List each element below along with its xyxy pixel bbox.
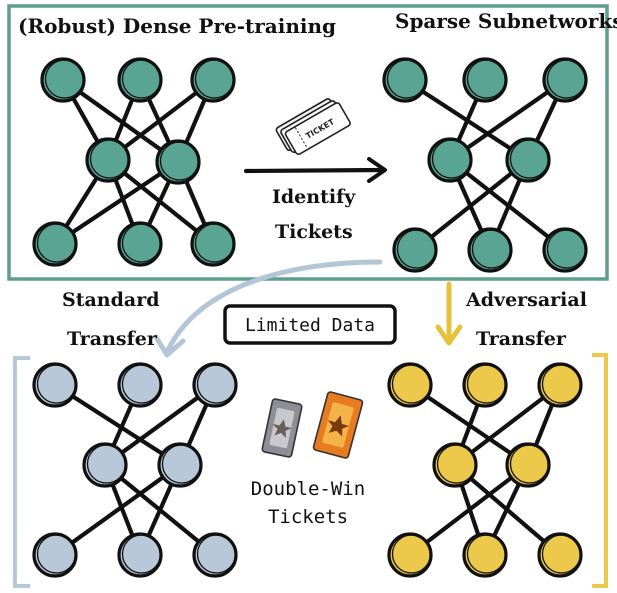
standard-network-node-sketch: [36, 364, 77, 404]
adversarial-network-node-sketch: [466, 534, 507, 574]
identify-label-2: Tickets: [275, 221, 353, 243]
identify-arrowhead: [367, 157, 387, 183]
sparse-network-node-sketch: [546, 59, 587, 99]
title-left: (Robust) Dense Pre-training: [18, 14, 336, 38]
sparse-network: [382, 57, 588, 273]
adversarial-network: [387, 362, 583, 578]
sparse-network-node-sketch: [386, 59, 427, 99]
standard-label-1: Standard: [62, 289, 160, 311]
adversarial-network-node-sketch: [509, 444, 550, 484]
standard-transfer-arrowhead: [153, 334, 186, 358]
standard-network-node-sketch: [196, 534, 237, 574]
dense-network-edge: [60, 77, 181, 165]
paper-tickets-icon: TICKET: [275, 98, 351, 156]
adversarial-network-node-sketch: [436, 444, 477, 484]
adversarial-network-node-sketch: [541, 364, 582, 404]
standard-network-node-sketch: [161, 444, 202, 484]
sparse-network-edge: [447, 77, 568, 163]
sparse-network-node-sketch: [431, 139, 472, 179]
limited-data-label: Limited Data: [245, 315, 375, 336]
dense-network: [32, 57, 236, 267]
sparse-network-node-sketch: [396, 229, 437, 269]
orange-ticket-icon: [312, 391, 364, 459]
dense-network-node-sketch: [159, 141, 200, 181]
dense-network-node-sketch: [36, 223, 77, 263]
adversarial-label-2: Transfer: [476, 328, 567, 350]
standard-network-edge: [52, 462, 183, 558]
limited-data-box: [223, 304, 397, 345]
standard-network-node-sketch: [121, 534, 162, 574]
standard-transfer-arrow: [165, 259, 383, 353]
sparse-network-edge: [412, 157, 531, 253]
adversarial-transfer-arrowhead: [435, 324, 463, 346]
standard-network: [32, 362, 238, 578]
adversarial-network-node-sketch: [391, 534, 432, 574]
sparse-network-node-sketch: [509, 139, 550, 179]
grey-ticket-icon: [261, 398, 303, 458]
adversarial-network-edge: [407, 462, 531, 558]
double-win-label-1: Double-Win: [251, 478, 365, 500]
dense-network-node-sketch: [44, 59, 85, 99]
adversarial-network-node-sketch: [541, 534, 582, 574]
standard-network-node-sketch: [121, 364, 162, 404]
sparse-network-node-sketch: [466, 59, 507, 99]
dense-network-node-sketch: [194, 59, 235, 99]
standard-network-edge: [52, 382, 183, 468]
title-right: Sparse Subnetworks: [395, 9, 617, 33]
standard-network-node-sketch: [86, 444, 127, 484]
sparse-network-node-sketch: [546, 229, 587, 269]
double-win-label-2: Tickets: [268, 506, 348, 528]
adversarial-network-node-sketch: [391, 364, 432, 404]
left-bracket: [13, 356, 30, 588]
dense-network-node-sketch: [194, 223, 235, 263]
standard-network-node-sketch: [196, 364, 237, 404]
top-frame: [7, 4, 609, 281]
dense-network-node-sketch: [121, 59, 162, 99]
adversarial-label-1: Adversarial: [465, 289, 587, 311]
dense-network-edge: [52, 159, 181, 247]
standard-network-edge: [102, 382, 218, 468]
dense-network-node-sketch: [89, 139, 130, 179]
dense-network-node-sketch: [121, 223, 162, 263]
standard-network-node-sketch: [36, 534, 77, 574]
sparse-network-node-sketch: [471, 229, 512, 269]
standard-label-2: Transfer: [67, 328, 158, 350]
identify-label-1: Identify: [272, 186, 356, 208]
identify-arrow: [243, 167, 386, 174]
right-bracket: [592, 353, 608, 588]
adversarial-network-node-sketch: [466, 364, 507, 404]
